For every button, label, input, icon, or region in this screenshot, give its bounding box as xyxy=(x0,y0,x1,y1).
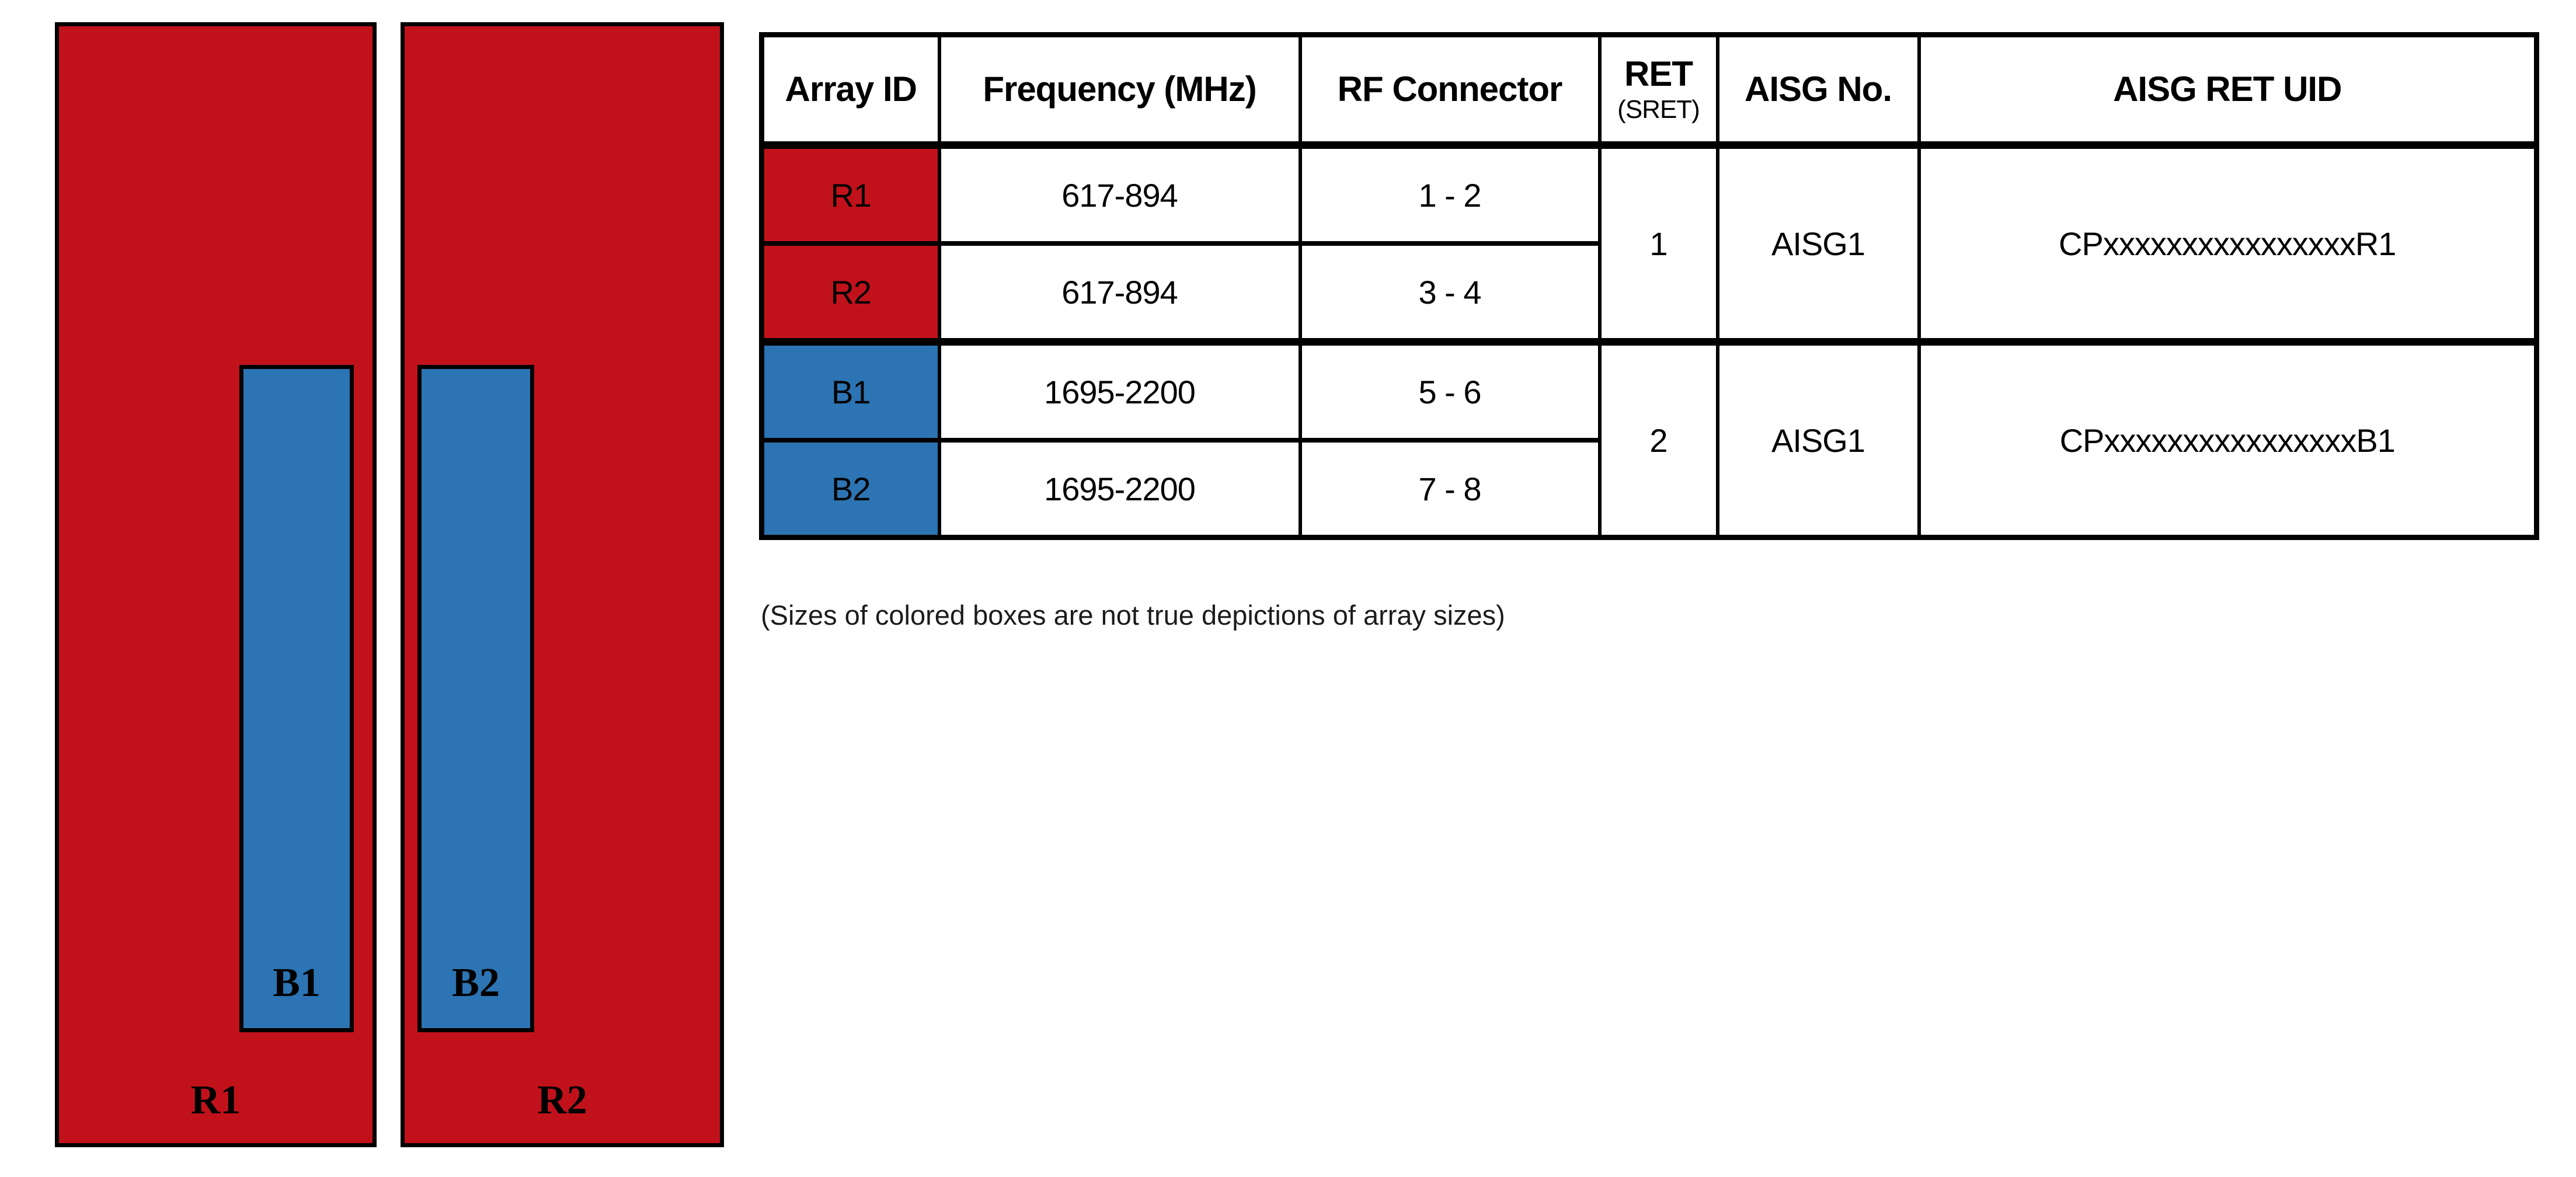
col-header-aisg-no: AISG No. xyxy=(1715,32,1921,149)
col-header-ret-sub: (SRET) xyxy=(1617,95,1700,124)
table-row-b2: B2 1695-2200 7 - 8 xyxy=(760,438,2537,540)
col-header-array-id: Array ID xyxy=(760,32,941,149)
cell-aisg-no-group1: AISG1 xyxy=(1715,142,1921,344)
col-header-aisg-ret-uid: AISG RET UID xyxy=(1917,32,2539,149)
header-row: Array ID Frequency (MHz) RF Connector RE… xyxy=(760,32,2539,149)
sub-array-box-b1: B1 xyxy=(239,365,354,1032)
note-text: (Sizes of colored boxes are not true dep… xyxy=(761,600,1505,631)
cell-aisg-ret-uid-group1: CPxxxxxxxxxxxxxxxxR1 xyxy=(1917,142,2539,344)
cell-frequency-r1: 617-894 xyxy=(937,142,1302,246)
array-label-r1: R1 xyxy=(190,1078,241,1123)
spec-table: Array ID Frequency (MHz) RF Connector RE… xyxy=(759,32,2539,540)
sub-array-label-b2: B2 xyxy=(452,960,500,1005)
col-header-ret: RET (SRET) xyxy=(1597,32,1719,149)
cell-ret-group1: 1 xyxy=(1597,142,1719,344)
cell-array-id-r2: R2 xyxy=(760,241,941,344)
cell-frequency-r2: 617-894 xyxy=(937,241,1302,344)
array-label-r2: R2 xyxy=(537,1078,587,1123)
cell-rf-connector-r1: 1 - 2 xyxy=(1298,142,1602,246)
cell-array-id-b1: B1 xyxy=(760,338,941,443)
cell-frequency-b2: 1695-2200 xyxy=(937,438,1302,540)
cell-frequency-b1: 1695-2200 xyxy=(937,338,1302,443)
col-header-ret-main: RET xyxy=(1624,54,1693,93)
table-row-b1: B1 1695-2200 5 - 6 2 AISG1 CPxxxxxxxxxxx… xyxy=(760,338,2539,540)
cell-array-id-r1: R1 xyxy=(760,142,941,246)
cell-array-id-b2: B2 xyxy=(760,438,941,540)
cell-rf-connector-b2: 7 - 8 xyxy=(1298,438,1602,540)
cell-rf-connector-r2: 3 - 4 xyxy=(1298,241,1602,344)
sub-array-box-b2: B2 xyxy=(417,365,534,1032)
col-header-frequency: Frequency (MHz) xyxy=(937,32,1302,149)
table-row-r2: R2 617-894 3 - 4 xyxy=(760,241,2537,344)
cell-rf-connector-b1: 5 - 6 xyxy=(1298,338,1602,443)
col-header-rf-connector: RF Connector xyxy=(1298,32,1602,149)
sub-array-label-b1: B1 xyxy=(273,960,321,1005)
cell-aisg-no-group2: AISG1 xyxy=(1715,338,1921,540)
cell-aisg-ret-uid-group2: CPxxxxxxxxxxxxxxxxB1 xyxy=(1917,338,2539,540)
cell-ret-group2: 2 xyxy=(1597,338,1719,540)
table-row-r1: R1 617-894 1 - 2 1 AISG1 CPxxxxxxxxxxxxx… xyxy=(760,142,2539,344)
